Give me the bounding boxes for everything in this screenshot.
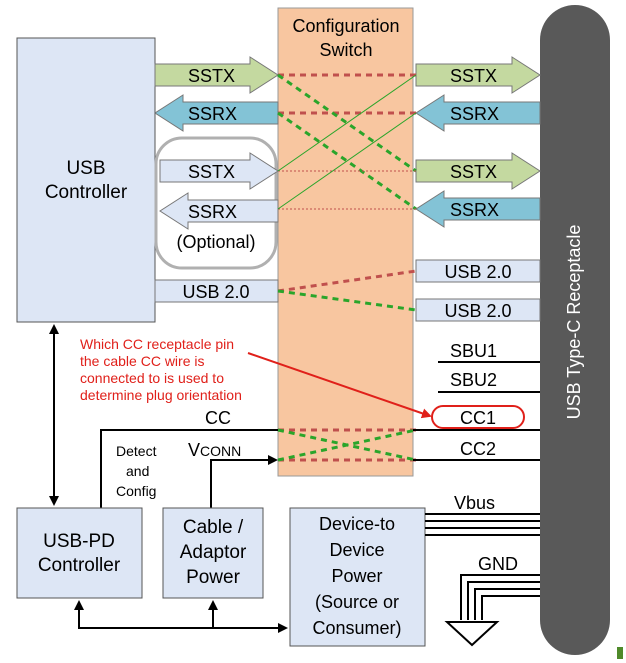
right-usb2-label-1: USB 2.0 [444, 262, 511, 282]
right-ssrx-arrow-1 [415, 94, 541, 132]
right-sstx-label-1: SSTX [450, 66, 497, 86]
sbu1-label: SBU1 [450, 341, 497, 361]
usb-controller-line2: Controller [45, 182, 128, 203]
vconn-label: VCONN [188, 440, 241, 460]
cc-label: CC [205, 408, 231, 428]
right-ssrx-label-1: SSRX [450, 104, 499, 124]
cable-adaptor-power-box [162, 507, 264, 599]
left-usb2-label: USB 2.0 [182, 282, 249, 302]
right-ssrx-label-2: SSRX [450, 200, 499, 220]
usb-typec-receptacle [540, 5, 610, 655]
device-power-line3: Power [331, 566, 382, 586]
left-sstx-arrow [154, 56, 279, 94]
cable-power-line2: Adaptor [180, 542, 247, 563]
gnd-label: GND [478, 554, 518, 574]
cc1-label: CC1 [460, 408, 496, 428]
detect-config-line1: Detect [116, 443, 157, 459]
bottom-bus [74, 600, 288, 633]
right-sstx-label-2: SSTX [450, 162, 497, 182]
right-usb2-box-1 [415, 259, 541, 283]
usb-pd-line1: USB-PD [43, 531, 115, 552]
optional-label: (Optional) [176, 232, 255, 252]
annotation-line1: Which CC receptacle pin [80, 336, 234, 352]
detect-config-line2: and [126, 463, 149, 479]
cc2-label: CC2 [460, 439, 496, 459]
usb-controller-box [16, 37, 156, 323]
switch-connections [277, 73, 417, 462]
gnd-bundle [460, 574, 540, 620]
device-power-line5: Consumer) [312, 618, 401, 638]
device-power-line4: (Source or [315, 592, 399, 612]
left-ssrx-optional-arrow [159, 192, 279, 230]
usb-pd-controller-box [16, 507, 143, 599]
device-power-line1: Device-to [319, 514, 395, 534]
cc1-highlight [431, 405, 525, 429]
right-sstx-arrow-2 [415, 152, 541, 190]
left-ssrx-label: SSRX [188, 104, 237, 124]
cable-power-line3: Power [186, 567, 241, 588]
cable-power-line1: Cable / [183, 517, 244, 538]
left-sstx-label: SSTX [188, 66, 235, 86]
ground-symbol [444, 621, 500, 647]
device-power-line2: Device [329, 540, 384, 560]
annotation-line3: connected to is used to [80, 370, 224, 386]
right-usb2-label-2: USB 2.0 [444, 301, 511, 321]
detect-config-line3: Config [116, 483, 156, 499]
configuration-switch-box [277, 7, 414, 477]
sbu2-label: SBU2 [450, 370, 497, 390]
receptacle-label: USB Type-C Receptacle [564, 225, 584, 420]
vbus-bundle [425, 513, 540, 536]
left-sstx-optional-label: SSTX [188, 162, 235, 182]
left-sstx-optional-arrow [159, 152, 279, 190]
annotation-line4: determine plug orientation [80, 387, 242, 403]
cc-wire [100, 429, 278, 508]
annotation-line2: the cable CC wire is [80, 353, 205, 369]
right-sstx-arrow-1 [415, 56, 541, 94]
device-power-box [289, 507, 426, 647]
left-ssrx-optional-label: SSRX [188, 202, 237, 222]
usb-pd-line2: Controller [38, 555, 121, 576]
corner-marker [617, 647, 623, 659]
config-switch-line2: Switch [319, 40, 372, 60]
right-usb2-box-2 [415, 298, 541, 322]
vconn-wire [210, 455, 278, 508]
left-ssrx-arrow [154, 94, 279, 132]
annotation-arrow [247, 352, 432, 419]
vbus-label: Vbus [454, 493, 495, 513]
config-switch-line1: Configuration [292, 16, 399, 36]
usb-controller-line1: USB [66, 158, 105, 179]
right-ssrx-arrow-2 [415, 190, 541, 228]
